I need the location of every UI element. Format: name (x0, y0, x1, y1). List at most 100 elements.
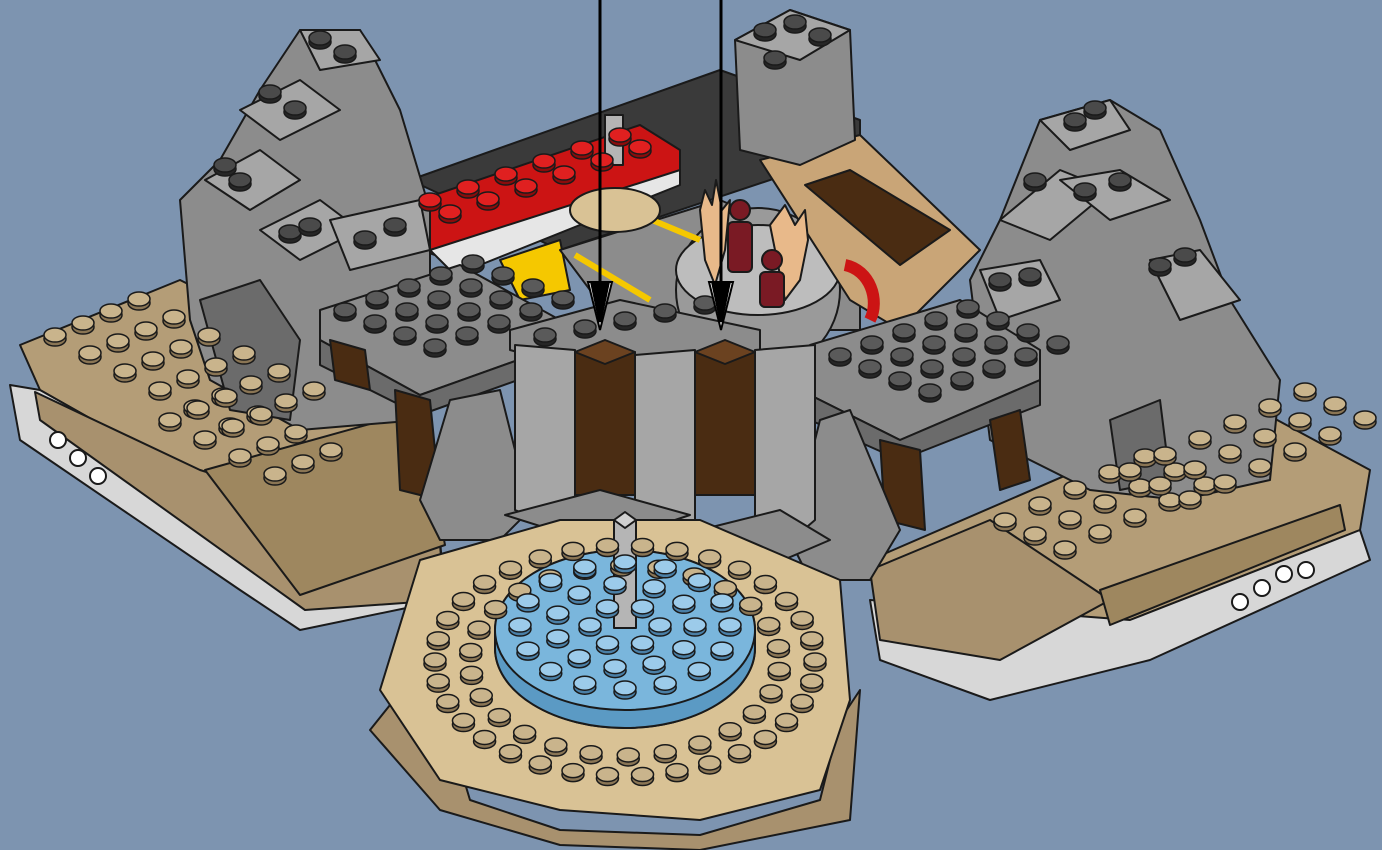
stud-top (334, 303, 356, 317)
stud-top (711, 594, 733, 608)
stud-top (729, 745, 751, 759)
stud-top (666, 542, 688, 556)
stud-top (1024, 527, 1046, 541)
stud-top (666, 764, 688, 778)
stud-top (1059, 511, 1081, 525)
stud-top (597, 636, 619, 650)
stud-top (1174, 248, 1196, 262)
stud-top (529, 756, 551, 770)
stud-top (514, 725, 536, 739)
stud-top (743, 705, 765, 719)
stud-top (474, 730, 496, 744)
stud-top (1134, 449, 1156, 463)
stud-top (437, 695, 459, 709)
stud-top (79, 346, 101, 360)
stud-top (629, 140, 651, 154)
stud-top (643, 580, 665, 594)
stud-top (809, 28, 831, 42)
stud-top (632, 538, 654, 552)
stud-top (568, 650, 590, 664)
stud-top (499, 561, 521, 575)
stud-top (366, 291, 388, 305)
stud-top (545, 738, 567, 752)
stud-top (222, 419, 244, 433)
stud-top (921, 360, 943, 374)
stud-top (574, 560, 596, 574)
stud-top (452, 714, 474, 728)
stud-top (275, 394, 297, 408)
stud-top (384, 218, 406, 232)
stud-top (198, 328, 220, 342)
stud-top (426, 315, 448, 329)
stud-top (398, 279, 420, 293)
stud-top (596, 768, 618, 782)
stud-top (614, 312, 636, 326)
stud-top (177, 370, 199, 384)
stud-top (994, 513, 1016, 527)
stud-top (285, 425, 307, 439)
stud-top (1099, 465, 1121, 479)
stud-top (1047, 336, 1069, 350)
stud-top (233, 346, 255, 360)
stud-top (1017, 324, 1039, 338)
stud-top (163, 310, 185, 324)
stud-top (714, 581, 736, 595)
stud-top (1024, 173, 1046, 187)
stud-top (767, 640, 789, 654)
stud-top (957, 300, 979, 314)
stud-top (187, 401, 209, 415)
stud-top (215, 389, 237, 403)
stud-top (159, 413, 181, 427)
stud-top (1259, 399, 1281, 413)
stud-top (468, 621, 490, 635)
stud-top (754, 23, 776, 37)
stud-top (488, 709, 510, 723)
stud-top (740, 597, 762, 611)
stud-top (1294, 383, 1316, 397)
stud-top (1119, 463, 1141, 477)
stud-top (292, 455, 314, 469)
stud-top (1154, 447, 1176, 461)
stud-top (499, 745, 521, 759)
stud-top (654, 745, 676, 759)
stud-top (776, 714, 798, 728)
stud-top (801, 632, 823, 646)
stud-top (334, 45, 356, 59)
stud-top (654, 304, 676, 318)
stud-top (1094, 495, 1116, 509)
stud-top (492, 267, 514, 281)
stud-top (552, 291, 574, 305)
stud-top (571, 141, 593, 155)
stud-top (859, 360, 881, 374)
stud-top (517, 642, 539, 656)
right-brown-pillar (695, 352, 755, 495)
stud-top (1179, 491, 1201, 505)
stud-top (470, 689, 492, 703)
stud-top (699, 756, 721, 770)
stud-top (107, 334, 129, 348)
stud-top (719, 618, 741, 632)
stud-top (923, 336, 945, 350)
stud-top (214, 158, 236, 172)
stud-top (430, 267, 452, 281)
stud-top (596, 538, 618, 552)
stud-top (1224, 415, 1246, 429)
stud-top (205, 358, 227, 372)
stud-top (614, 555, 636, 569)
stud-top (951, 372, 973, 386)
stud-top (1089, 525, 1111, 539)
stud-top (427, 632, 449, 646)
center-column-left (515, 345, 575, 520)
stud-top (394, 327, 416, 341)
stud-top (229, 449, 251, 463)
stud-top (579, 618, 601, 632)
stud-top (673, 595, 695, 609)
stud-top (462, 255, 484, 269)
stud-top (711, 642, 733, 656)
stud-top (427, 674, 449, 688)
stud-top (229, 173, 251, 187)
stud-top (428, 291, 450, 305)
stud-top (654, 676, 676, 690)
stud-top (1354, 411, 1376, 425)
